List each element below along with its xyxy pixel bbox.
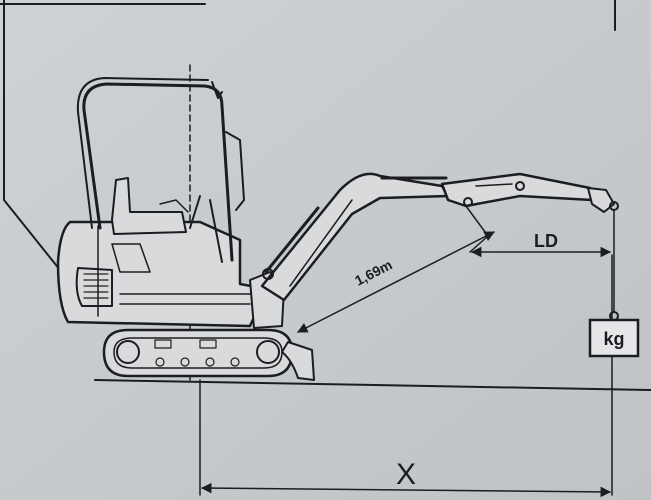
x-dimension-label: X	[396, 458, 416, 491]
load-weight-label: kg	[603, 329, 624, 349]
dozer-blade	[281, 341, 315, 381]
ld-dimension-label: LD	[534, 231, 558, 251]
bucket-linkage	[587, 187, 615, 213]
arm	[380, 172, 594, 208]
ld-extension-line	[465, 205, 489, 253]
ground-line	[94, 379, 651, 391]
load-box	[588, 318, 640, 358]
page-frame-lines	[0, 0, 616, 271]
x-dimension-arrow	[200, 482, 612, 498]
operator-canopy	[76, 77, 245, 263]
radius-dimension-arrow	[297, 231, 495, 333]
track-assembly	[102, 328, 294, 378]
